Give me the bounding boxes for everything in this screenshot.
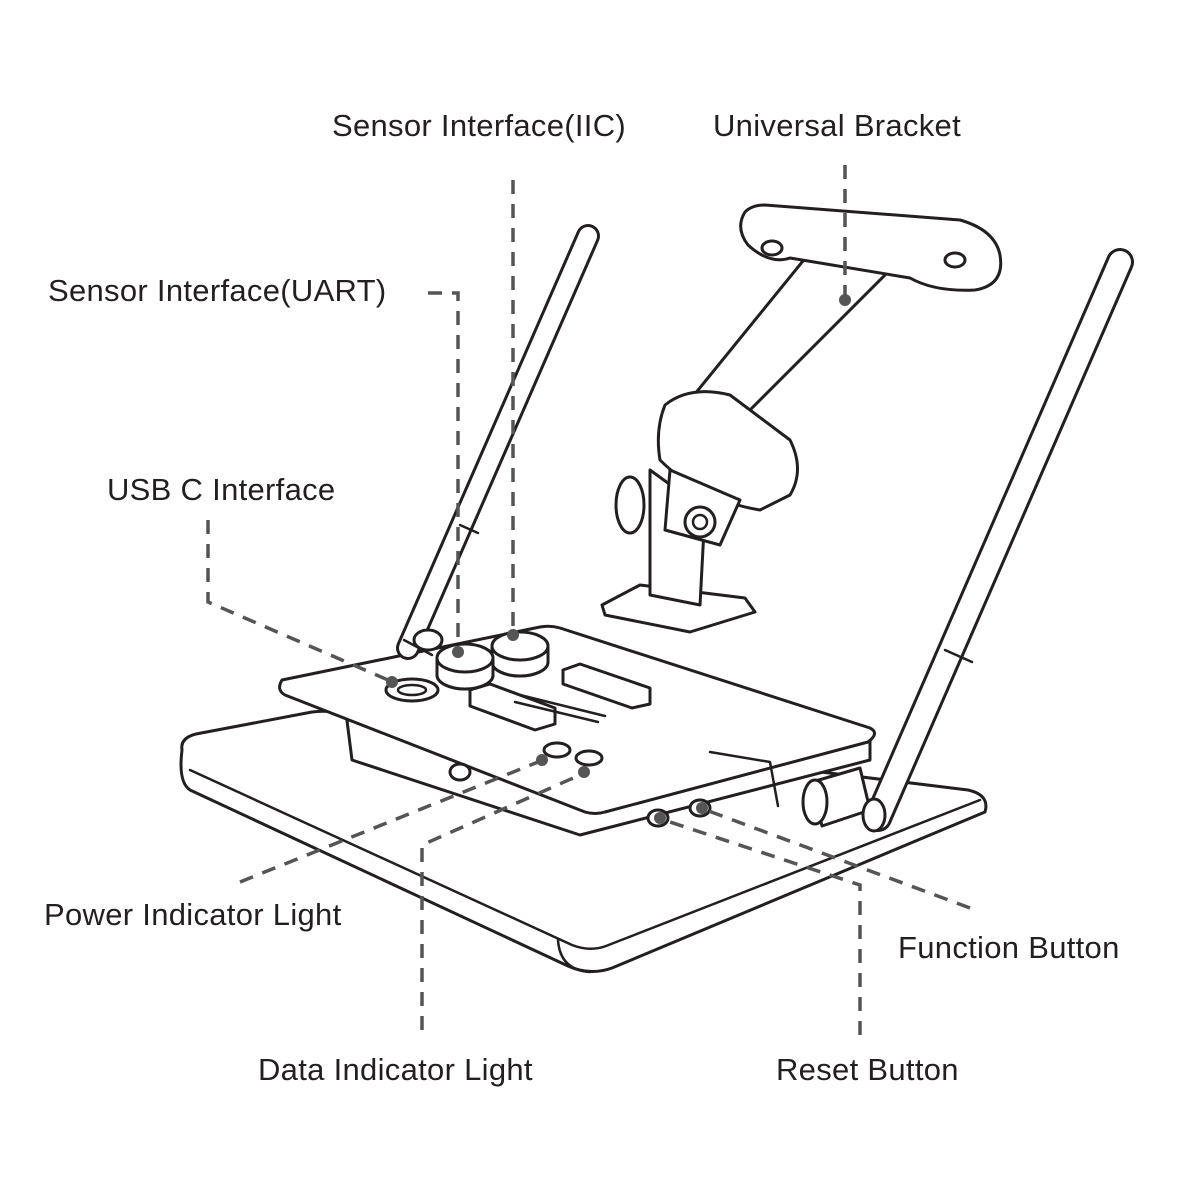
iic-knob: [490, 630, 550, 678]
right-antenna: [861, 248, 1134, 833]
label-data-light: Data Indicator Light: [258, 1052, 533, 1087]
control-board: [278, 624, 876, 837]
label-reset-button: Reset Button: [776, 1052, 959, 1087]
universal-bracket: [600, 203, 1003, 634]
usb-c-port: [384, 677, 440, 703]
power-light: [542, 741, 572, 759]
uart-knob: [435, 642, 495, 691]
slot-1: [468, 682, 557, 732]
data-light: [574, 749, 604, 767]
label-power-light: Power Indicator Light: [44, 897, 342, 932]
slot-2: [561, 662, 652, 710]
label-sensor-uart: Sensor Interface(UART): [48, 273, 387, 308]
label-function-button: Function Button: [898, 930, 1120, 965]
left-antenna: [396, 224, 600, 660]
label-usb-c: USB C Interface: [107, 472, 336, 507]
label-universal-bracket: Universal Bracket: [713, 108, 962, 143]
label-sensor-iic: Sensor Interface(IIC): [332, 108, 627, 143]
leader-lines: [206, 165, 971, 1035]
